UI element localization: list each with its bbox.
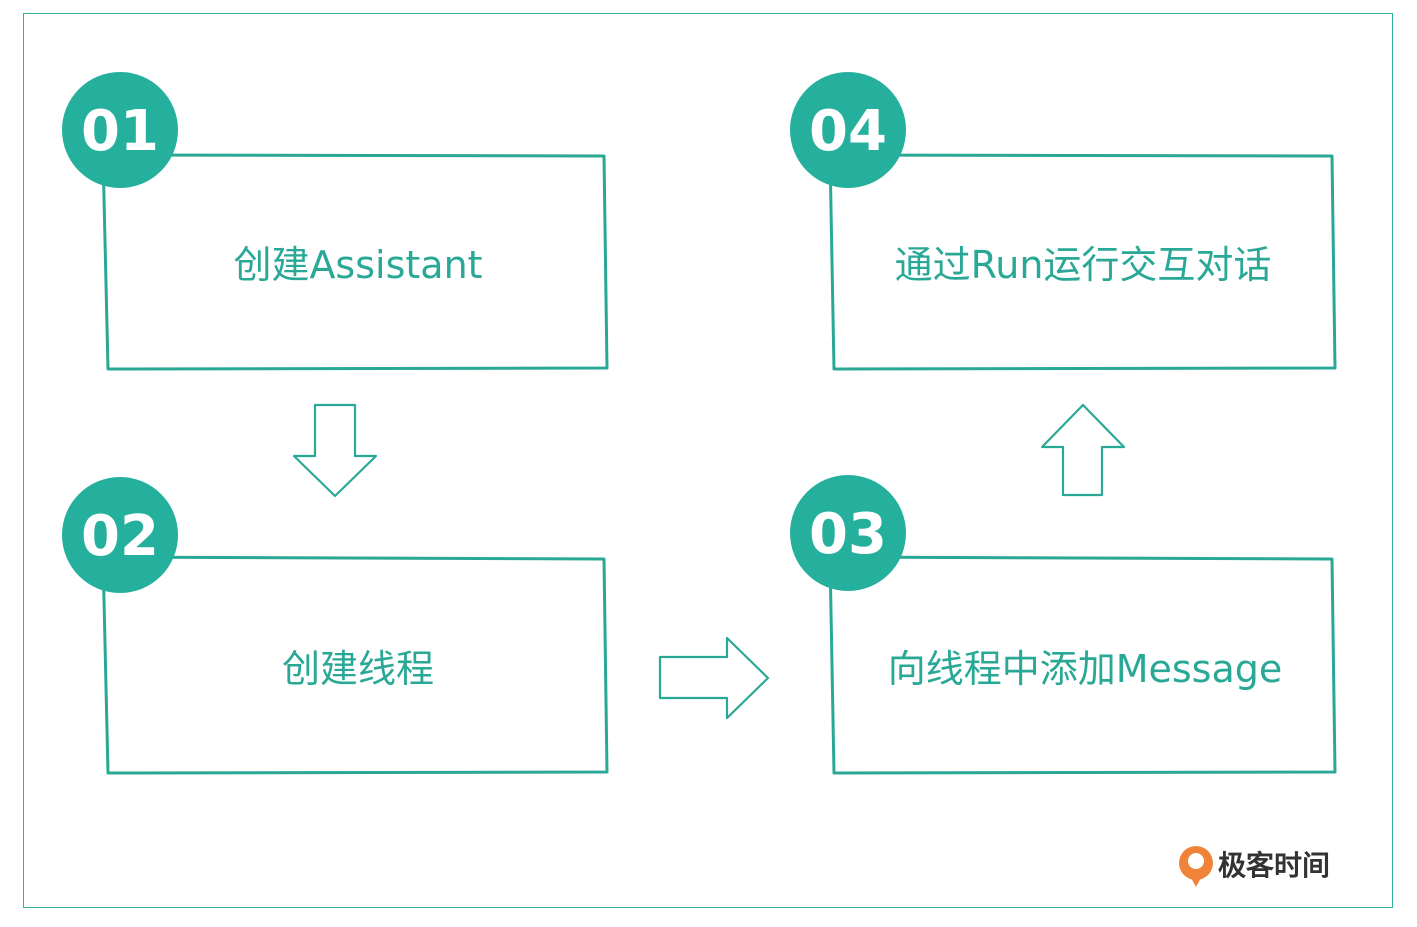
step-label-04: 通过Run运行交互对话 [895,243,1272,287]
arrow-up-icon [1040,403,1126,497]
step-number-04: 04 [809,99,887,164]
step-badge-03 [790,475,906,591]
step-badge-04 [790,72,906,188]
step-label-01: 创建Assistant [233,243,482,287]
step-label-02: 创建线程 [282,647,434,691]
step-box-02: 02 创建线程 [62,477,609,775]
geektime-logo: 极客时间 [1179,846,1330,887]
step-box-04: 04 通过Run运行交互对话 [790,72,1337,371]
step-badge-02 [62,477,178,593]
step-badge-01 [62,72,178,188]
geektime-logo-icon [1179,846,1213,887]
diagram-frame [23,13,1393,908]
step-box-01: 01 创建Assistant [62,72,609,371]
step-number-03: 03 [809,502,887,567]
step-label-03: 向线程中添加Message [888,647,1283,691]
step-number-02: 02 [81,504,159,569]
arrow-right-icon [658,636,770,720]
arrow-down-icon [292,403,378,498]
step-box-03: 03 向线程中添加Message [790,475,1337,775]
step-number-01: 01 [81,99,159,164]
logo-text: 极客时间 [1218,849,1330,882]
